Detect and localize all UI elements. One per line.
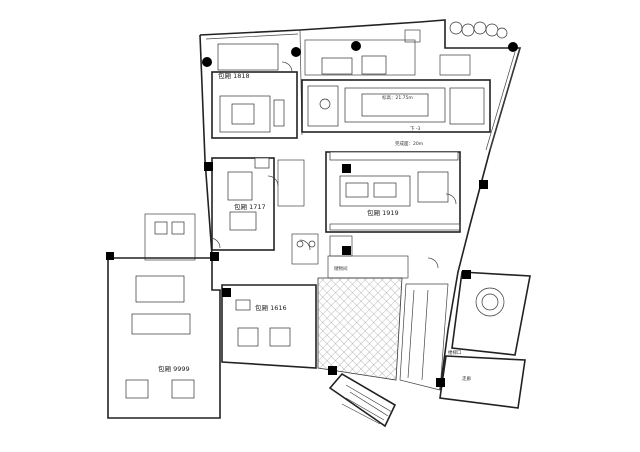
column-square (222, 288, 231, 297)
column-square (342, 164, 351, 173)
staircase (328, 372, 397, 428)
room-1717: 包厢 1717 (211, 157, 305, 251)
storage-room: 储物间 (327, 255, 409, 279)
label-room-1919: 包厢 1919 (367, 208, 399, 217)
top-central-area (304, 29, 471, 76)
column-circle (351, 41, 361, 51)
column-square (462, 270, 471, 279)
building-outline (199, 19, 522, 391)
wc-blocks (144, 213, 353, 265)
column-circle (202, 57, 212, 67)
label-room-1616: 包厢 1616 (255, 303, 287, 312)
column-square (328, 366, 337, 375)
column-square (204, 162, 213, 171)
label-storage: 储物间 (334, 265, 348, 272)
hatched-courtyard (317, 277, 403, 381)
label-corridor-right: 走廊 (462, 375, 471, 382)
column-square (479, 180, 488, 189)
room-1616: 包厢 1616 (221, 284, 317, 369)
level-mid-note: 完成面：20m (395, 140, 423, 147)
room-1818: 包厢 1818 (211, 43, 298, 139)
column-square (106, 252, 114, 260)
room-9999: 包厢 9999 (107, 257, 221, 419)
trees-icon (449, 21, 508, 39)
label-stair-note: 楼梯口 (448, 349, 462, 356)
column-circle (291, 47, 301, 57)
label-room-1717: 包厢 1717 (234, 202, 266, 211)
column-square (436, 378, 445, 387)
room-1919: 包厢 1919 (325, 151, 461, 233)
column-square (342, 246, 351, 255)
bar-counter: 标高：21.75m 下 -3 完成面：20m (301, 79, 491, 147)
label-room-9999: 包厢 9999 (158, 364, 190, 373)
column-square (210, 252, 219, 261)
label-room-1818: 包厢 1818 (218, 71, 250, 80)
column-circle (508, 42, 518, 52)
door-swings (209, 61, 457, 269)
level-top-note: 标高：21.75m (382, 94, 413, 101)
right-corridor (399, 283, 449, 391)
structural-columns (106, 41, 518, 387)
down-3-note: 下 -3 (410, 126, 421, 132)
lounge-room: 走廊 楼梯口 (439, 349, 526, 409)
round-table-room (451, 271, 531, 356)
